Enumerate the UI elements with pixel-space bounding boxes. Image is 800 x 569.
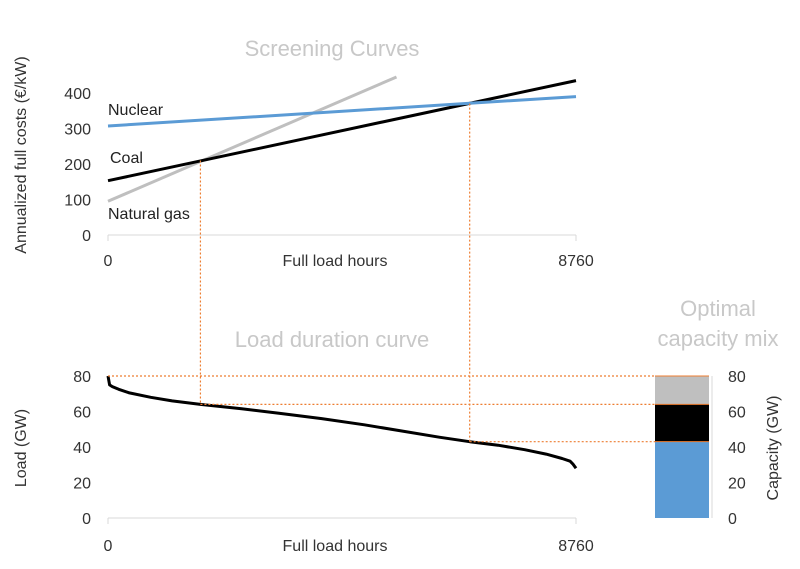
load-duration-line [106,375,578,470]
screening-curves-chart: Screening Curves Annualized full costs (… [13,36,594,270]
screening-y-tick-labels: 0 100 200 300 400 [64,86,91,245]
capacity-y-tick-labels: 0 20 40 60 80 [711,369,746,528]
screening-x-tick-label-8760: 8760 [558,253,594,270]
screening-y-axis-label: Annualized full costs (€/kW) [13,56,30,253]
load-y-tick-label: 40 [73,440,91,457]
load-y-tick-label: 60 [73,405,91,422]
capacity-y-tick-label: 40 [728,440,746,457]
guide-lines [108,103,655,443]
load-y-tick-label: 80 [73,369,91,386]
capacity-y-tick-label: 80 [728,369,746,386]
capacity-y-tick-label: 0 [728,511,737,528]
load-duration-title: Load duration curve [235,327,429,352]
load-x-tick-label-0: 0 [104,538,113,555]
capacity-y-axis-label: Capacity (GW) [765,396,782,501]
capacity-mix-chart: Optimal capacity mix Capacity (GW) 0 20 40… [655,296,782,528]
screening-y-tick-label: 300 [64,122,91,139]
natural-gas-line [107,75,398,203]
capacity-mix-title-line1: Optimal [680,296,756,321]
load-duration-series [106,375,578,470]
screening-chart-title: Screening Curves [245,36,420,61]
load-y-tick-label: 20 [73,476,91,493]
screening-y-tick-label: 0 [82,228,91,245]
coal-capacity-segment [655,404,709,442]
screening-y-tick-label: 100 [64,193,91,210]
screening-y-tick-label: 200 [64,157,91,174]
screening-y-tick-label: 400 [64,86,91,103]
load-x-axis-label: Full load hours [283,538,388,555]
natural-gas-series-label: Natural gas [108,206,190,223]
load-y-tick-labels: 0 20 40 60 80 [73,369,91,528]
capacity-mix-title-line2: capacity mix [657,326,778,351]
screening-series-lines [107,75,577,203]
screening-x-axis-label: Full load hours [283,253,388,270]
capacity-stack [655,375,709,518]
load-y-axis-label: Load (GW) [13,409,30,487]
nuclear-capacity-segment [655,441,709,518]
capacity-y-tick-label: 20 [728,476,746,493]
capacity-y-tick-label: 60 [728,405,746,422]
load-duration-chart: Load duration curve Load (GW) Full load … [13,327,594,555]
natural-gas-capacity-segment [655,376,709,405]
screening-x-tick-label-0: 0 [104,253,113,270]
load-x-tick-label-8760: 8760 [558,538,594,555]
coal-series-label: Coal [110,150,143,167]
nuclear-series-label: Nuclear [108,102,164,119]
coal-line [107,79,577,183]
load-y-tick-label: 0 [82,511,91,528]
nuclear-line [107,95,577,128]
